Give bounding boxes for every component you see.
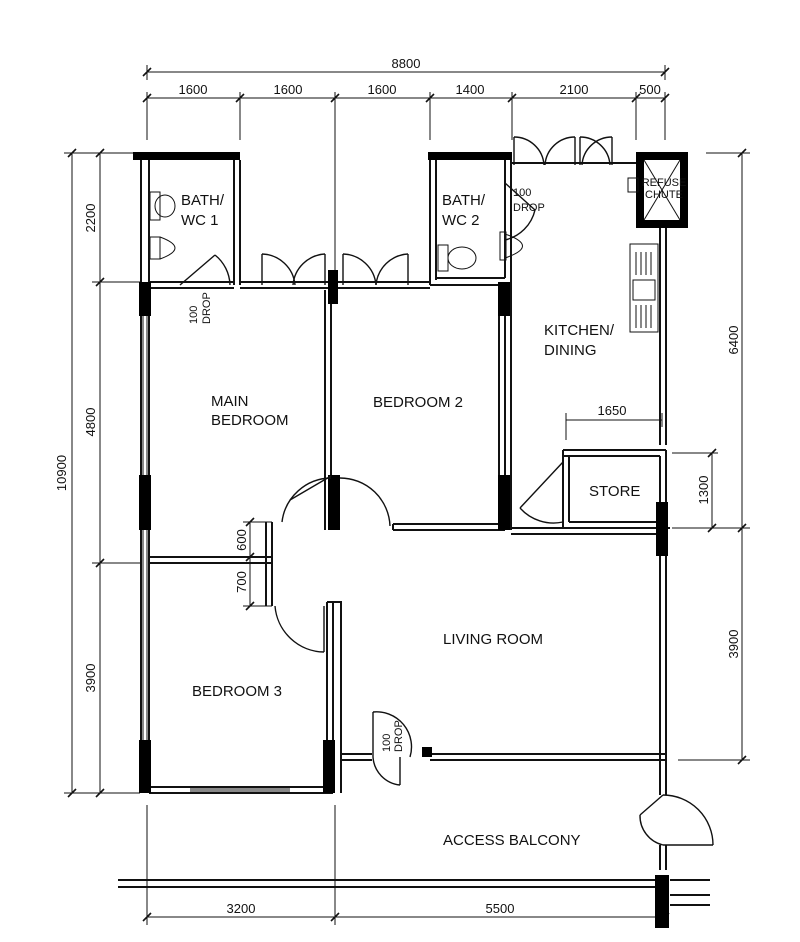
dim-top-total: 8800	[392, 56, 421, 71]
dim-store-width: 1650	[598, 403, 627, 418]
dimension-lines	[64, 65, 750, 925]
doors	[179, 136, 714, 846]
windows	[142, 300, 290, 792]
dim-right-seg: 6400	[726, 326, 741, 355]
room-label-bedroom2: BEDROOM 2	[373, 394, 463, 411]
room-label-store: STORE	[589, 483, 640, 500]
drop-label: DROP	[201, 292, 213, 324]
dim-store-height: 1300	[696, 476, 711, 505]
drop-label: DROP	[393, 720, 405, 752]
drop-value: 100	[513, 187, 531, 199]
dim-left-seg: 2200	[83, 204, 98, 233]
dim-top-seg: 1600	[274, 82, 303, 97]
room-label-living: LIVING ROOM	[443, 631, 543, 648]
dimension-labels: 8800 1600 1600 1600 1400 2100 500 3200 5…	[54, 56, 741, 916]
room-label-bath2: BATH/	[442, 192, 486, 209]
room-label-refuse-chute: CHUTE	[645, 189, 683, 201]
room-label-kitchen: KITCHEN/	[544, 322, 615, 339]
room-label-bath1: WC 1	[181, 212, 219, 229]
drop-annotations: 100 DROP 100 DROP 100 DROP	[188, 187, 545, 752]
dim-top-seg: 1600	[179, 82, 208, 97]
room-label-bath1: BATH/	[181, 192, 225, 209]
drop-value: 100	[381, 734, 393, 752]
dim-bottom-seg: 3200	[227, 901, 256, 916]
dim-top-seg: 500	[639, 82, 661, 97]
room-label-bedroom3: BEDROOM 3	[192, 683, 282, 700]
dim-top-seg: 2100	[560, 82, 589, 97]
room-label-bath2: WC 2	[442, 212, 480, 229]
dim-bed3-700: 700	[234, 571, 249, 593]
dim-left-seg: 4800	[83, 408, 98, 437]
fixtures	[149, 191, 659, 333]
refuse-chute	[627, 152, 688, 228]
dim-bed3-600: 600	[234, 529, 249, 551]
dim-left-total: 10900	[54, 455, 69, 491]
dim-left-seg: 3900	[83, 664, 98, 693]
room-label-main-bedroom: BEDROOM	[211, 412, 289, 429]
dim-top-seg: 1400	[456, 82, 485, 97]
dim-top-seg: 1600	[368, 82, 397, 97]
drop-label: DROP	[513, 202, 545, 214]
dim-bottom-seg: 5500	[486, 901, 515, 916]
room-label-main-bedroom: MAIN	[211, 393, 249, 410]
drop-value: 100	[188, 306, 200, 324]
room-label-refuse-chute: REFUSE	[642, 177, 687, 189]
structural-columns	[133, 152, 669, 928]
room-label-balcony: ACCESS BALCONY	[443, 832, 581, 849]
room-label-kitchen: DINING	[544, 342, 597, 359]
dim-right-seg: 3900	[726, 630, 741, 659]
walls	[118, 154, 710, 906]
room-labels: BATH/ WC 1 BATH/ WC 2 KITCHEN/ DINING MA…	[181, 177, 686, 849]
